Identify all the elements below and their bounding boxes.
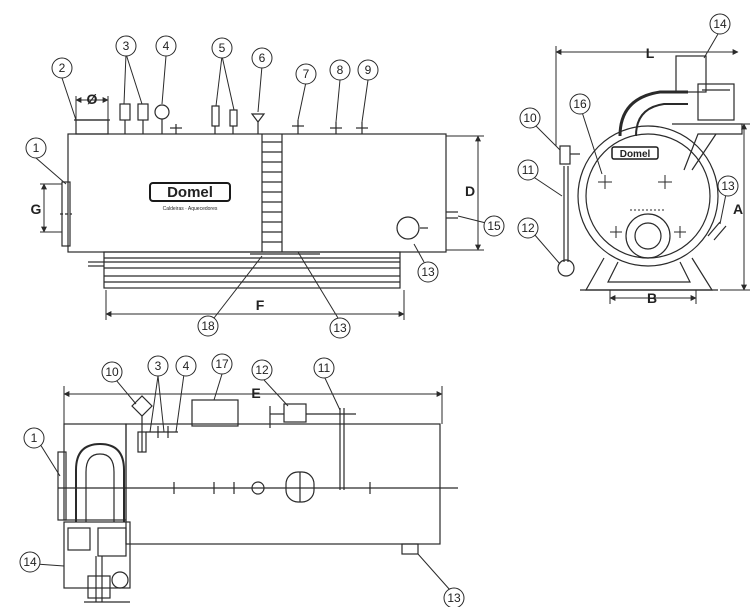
dim-a-label: A xyxy=(733,201,743,217)
dim-d-label: D xyxy=(465,183,475,199)
front-burner-port xyxy=(634,222,662,250)
side-shell xyxy=(67,133,447,253)
callout-front-14: 14 xyxy=(713,17,727,31)
dim-diameter-label: Ø xyxy=(87,91,98,107)
dim-l-label: L xyxy=(646,45,655,61)
front-view xyxy=(557,55,743,291)
callout-side-1: 1 xyxy=(33,141,40,155)
top-shell xyxy=(125,423,441,545)
front-base-stand xyxy=(584,257,714,291)
top-drain-nozzle xyxy=(401,543,419,555)
top-level-control xyxy=(131,395,153,417)
front-logo-text: Domel xyxy=(620,149,651,160)
front-logo: Domel xyxy=(611,146,659,160)
callout-side-15: 15 xyxy=(487,219,501,233)
front-level-glass xyxy=(559,145,571,165)
callout-top-11: 11 xyxy=(318,361,331,375)
front-fan-box xyxy=(697,83,735,121)
callout-side-4: 4 xyxy=(163,39,170,53)
dim-f-label: F xyxy=(256,297,265,313)
side-handhole xyxy=(396,216,420,240)
logo-text: Domel xyxy=(167,184,213,201)
side-callout-labels: 1 2 3 4 5 6 7 8 9 15 13 18 13 xyxy=(33,39,501,335)
side-chimney-nozzle xyxy=(75,119,109,135)
side-callouts xyxy=(35,53,491,319)
callout-top-1: 1 xyxy=(31,431,38,445)
callout-side-13b: 13 xyxy=(333,321,347,335)
top-flue-elbow xyxy=(75,442,125,522)
top-control-panel xyxy=(191,399,239,427)
top-callout-circles xyxy=(19,353,465,609)
callout-front-13: 13 xyxy=(721,179,735,193)
top-fan-assembly xyxy=(63,521,131,589)
side-dimensions xyxy=(40,96,484,320)
side-base-frame xyxy=(103,251,401,289)
ladder-rungs xyxy=(262,141,282,243)
front-pump xyxy=(557,259,575,277)
callout-top-17: 17 xyxy=(215,357,229,371)
callout-top-12: 12 xyxy=(255,363,269,377)
front-callout-circles xyxy=(517,13,739,239)
front-burner-flange xyxy=(625,213,671,259)
callout-side-2: 2 xyxy=(59,61,66,75)
callout-side-13a: 13 xyxy=(421,265,435,279)
callout-side-8: 8 xyxy=(337,63,344,77)
top-front-section xyxy=(63,423,127,521)
dim-g-label: G xyxy=(31,201,42,217)
domel-logo: Domel Caldeiras · Aquecedores xyxy=(149,182,231,212)
callout-side-3: 3 xyxy=(123,39,130,53)
top-pump xyxy=(283,403,307,423)
callout-top-14: 14 xyxy=(23,555,37,569)
callout-front-16: 16 xyxy=(573,97,587,111)
top-callout-labels: 10 3 4 17 12 11 1 14 13 xyxy=(23,357,461,605)
dim-e-label: E xyxy=(251,385,260,401)
front-stack xyxy=(675,55,707,93)
logo-subtext: Caldeiras · Aquecedores xyxy=(163,206,218,212)
callout-top-13: 13 xyxy=(447,591,461,605)
callout-side-5: 5 xyxy=(219,41,226,55)
callout-side-6: 6 xyxy=(259,51,266,65)
top-view xyxy=(57,395,458,603)
top-dimensions xyxy=(63,386,443,424)
top-callout-leaders xyxy=(35,373,451,591)
front-callout-labels: 14 10 16 11 13 12 xyxy=(521,17,735,235)
side-callout-circles xyxy=(25,35,505,339)
callout-side-18: 18 xyxy=(201,319,215,333)
callout-side-9: 9 xyxy=(365,63,372,77)
front-flue-elbow xyxy=(618,90,688,137)
front-callout-leaders xyxy=(531,33,727,265)
dim-b-label: B xyxy=(647,290,657,306)
callout-front-12: 12 xyxy=(521,221,535,235)
side-view xyxy=(60,103,458,289)
callout-side-7: 7 xyxy=(303,67,310,81)
front-shell-outer xyxy=(577,125,719,267)
callout-top-4: 4 xyxy=(183,359,190,373)
callout-top-10: 10 xyxy=(105,365,119,379)
callout-top-3: 3 xyxy=(155,359,162,373)
callout-front-10: 10 xyxy=(523,111,537,125)
callout-front-11: 11 xyxy=(522,163,535,177)
